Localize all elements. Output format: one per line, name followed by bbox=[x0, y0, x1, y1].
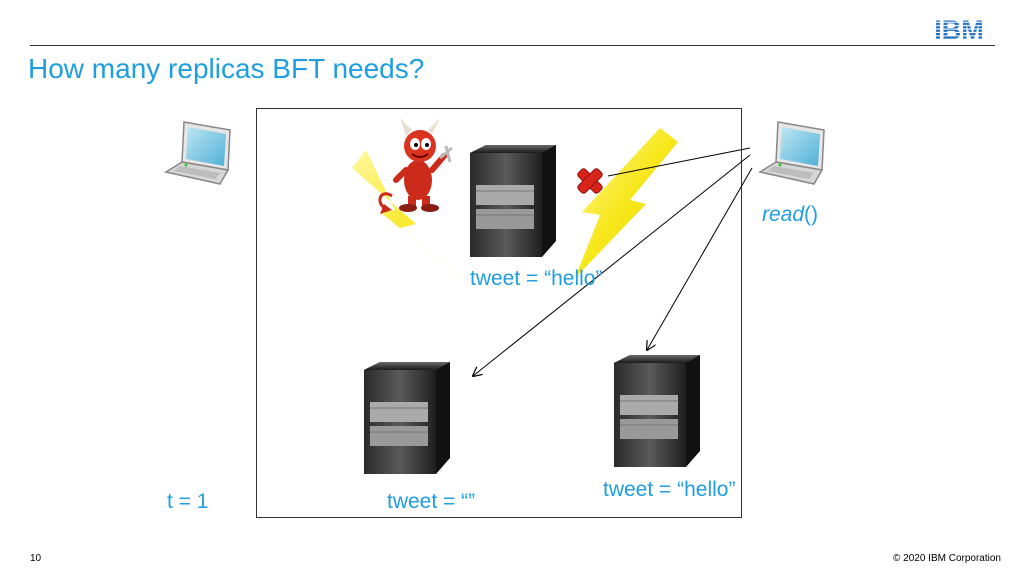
slide-number: 10 bbox=[30, 553, 42, 564]
read-call-parens: () bbox=[804, 203, 819, 226]
laptop-icon bbox=[164, 121, 231, 185]
slide-title: How many replicas BFT needs? bbox=[28, 53, 425, 84]
laptop-icon bbox=[758, 121, 825, 185]
tweet-label-top: tweet = “hello” bbox=[470, 267, 603, 290]
copyright-notice: © 2020 IBM Corporation bbox=[893, 553, 1001, 564]
svg-text:IBM: IBM bbox=[934, 16, 984, 42]
replica-system-frame bbox=[256, 108, 742, 518]
header-rule bbox=[30, 45, 995, 46]
fault-threshold-label: t = 1 bbox=[167, 490, 209, 513]
tweet-label-bottom-left: tweet = “” bbox=[387, 490, 476, 513]
ibm-logo: IBM bbox=[934, 16, 984, 42]
tweet-label-bottom-right: tweet = “hello” bbox=[603, 478, 736, 501]
read-call-label: read() bbox=[762, 203, 818, 227]
read-call-italic: read bbox=[762, 203, 805, 226]
